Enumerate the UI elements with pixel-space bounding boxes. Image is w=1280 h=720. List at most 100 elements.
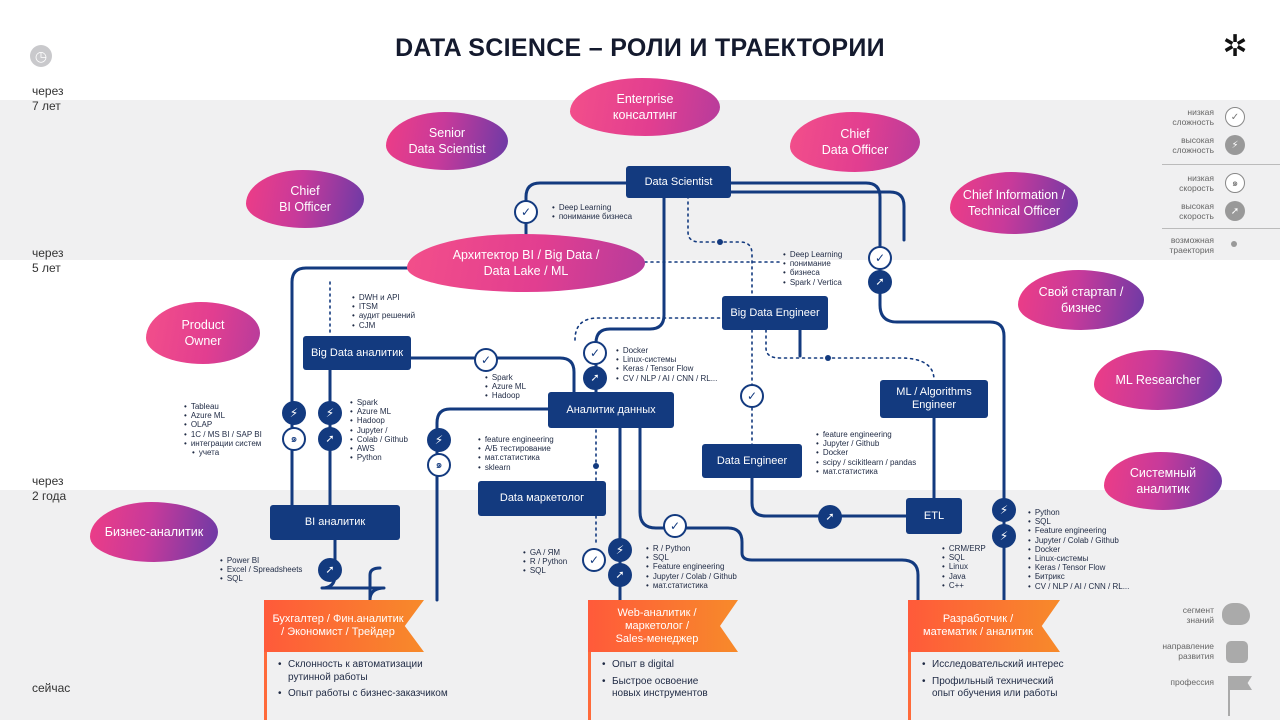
box-data-engineer: Data Engineer bbox=[702, 444, 802, 478]
flag-pole bbox=[588, 600, 591, 720]
skill-item: Tableau bbox=[184, 402, 262, 411]
skill-item: аудит решений bbox=[352, 311, 415, 320]
legend-profession: профессия bbox=[1170, 677, 1214, 687]
legend-low-complexity: низкая сложность bbox=[1172, 107, 1214, 127]
skill-item: Spark / Vertica bbox=[783, 278, 842, 287]
note-item: Исследовательский интерес bbox=[922, 659, 1064, 672]
direction-ml-researcher: ML Researcher bbox=[1094, 350, 1222, 410]
low-speed-icon: ๑ bbox=[282, 427, 306, 451]
skill-item: SQL bbox=[220, 574, 302, 583]
legend-square-icon bbox=[1226, 641, 1248, 663]
legend-flag-icon-cloth bbox=[1230, 676, 1252, 690]
high-complexity-icon: ⚡ bbox=[992, 524, 1016, 548]
skill-item: Hadoop bbox=[350, 416, 408, 425]
legend-possible-path: возможная траектория bbox=[1169, 235, 1215, 255]
skill-item: Hadoop bbox=[485, 391, 526, 400]
low-complexity-icon: ✓ bbox=[514, 200, 538, 224]
skill-item: SQL bbox=[942, 553, 986, 562]
legend-high-speed: высокая скорость bbox=[1179, 201, 1214, 221]
skill-item: Битрикс bbox=[1028, 572, 1129, 581]
box-big-data-engineer: Big Data Engineer bbox=[722, 296, 828, 330]
skill-item: Deep Learning bbox=[783, 250, 842, 259]
flag-pole bbox=[908, 600, 911, 720]
low-complexity-icon: ✓ bbox=[582, 548, 606, 572]
skill-item: Azure ML bbox=[184, 411, 262, 420]
clock-icon: ◷ bbox=[30, 45, 52, 67]
skill-item: мат.статистика bbox=[646, 581, 737, 590]
box-data-marketer: Data маркетолог bbox=[478, 481, 606, 516]
legend-cloud-icon bbox=[1222, 603, 1250, 625]
low-complexity-icon: ✓ bbox=[740, 384, 764, 408]
skills-bde-top: Deep Learning понимание бизнеса Spark / … bbox=[783, 250, 842, 287]
skill-item: Python bbox=[350, 453, 408, 462]
high-complexity-icon: ⚡ bbox=[318, 401, 342, 425]
low-complexity-icon: ✓ bbox=[663, 514, 687, 538]
high-speed-icon: ➚ bbox=[608, 563, 632, 587]
profession-notes-accountant: Склонность к автоматизации рутинной рабо… bbox=[278, 659, 448, 705]
skill-item: sklearn bbox=[478, 463, 554, 472]
skill-item: Jupyter / Github bbox=[816, 439, 916, 448]
note-item: Опыт в digital bbox=[602, 659, 708, 672]
skill-item: 1C / MS BI / SAP BI bbox=[184, 430, 262, 439]
skill-item: feature engineering bbox=[478, 435, 554, 444]
direction-architect: Архитектор BI / Big Data / Data Lake / M… bbox=[407, 234, 645, 292]
skill-item: Docker bbox=[616, 346, 717, 355]
skill-item: мат.статистика bbox=[478, 453, 554, 462]
box-data-analyst: Аналитик данных bbox=[548, 392, 674, 428]
box-data-scientist: Data Scientist bbox=[626, 166, 731, 198]
skills-bi-bottom: Power BI Excel / Spreadsheets SQL bbox=[220, 556, 303, 584]
direction-enterprise-consulting: Enterprise консалтинг bbox=[570, 78, 720, 136]
low-complexity-icon: ✓ bbox=[583, 341, 607, 365]
flag-pole bbox=[264, 600, 267, 720]
legend-snail-icon: ๑ bbox=[1225, 173, 1245, 193]
skill-item: учета bbox=[184, 448, 262, 457]
profession-notes-developer: Исследовательский интерес Профильный тех… bbox=[922, 659, 1064, 705]
skill-item: CJM bbox=[352, 321, 415, 330]
skills-bda-da: Spark Azure ML Hadoop bbox=[485, 373, 526, 401]
high-speed-icon: ➚ bbox=[583, 366, 607, 390]
legend-knowledge-segment: сегмент знаний bbox=[1182, 605, 1214, 625]
skill-item: Azure ML bbox=[350, 407, 408, 416]
skill-item: бизнеса bbox=[783, 268, 842, 277]
direction-product-owner: Product Owner bbox=[146, 302, 260, 364]
skill-item: Linux-системы bbox=[1028, 554, 1129, 563]
note-item: Быстрое освоение новых инструментов bbox=[602, 676, 708, 701]
high-complexity-icon: ⚡ bbox=[282, 401, 306, 425]
high-speed-icon: ➚ bbox=[868, 270, 892, 294]
skill-item: Colab / Github bbox=[350, 435, 408, 444]
box-ml-engineer: ML / Algorithms Engineer bbox=[880, 380, 988, 418]
profession-flag-web-analyst: Web-аналитик / маркетолог / Sales-менедж… bbox=[588, 600, 738, 652]
skill-item: AWS bbox=[350, 444, 408, 453]
box-etl: ETL bbox=[906, 498, 962, 534]
skill-item: CV / NLP / AI / CNN / RL... bbox=[616, 374, 718, 383]
legend-check-icon: ✓ bbox=[1225, 107, 1245, 127]
skill-item: Java bbox=[942, 572, 986, 581]
skill-item: feature engineering bbox=[816, 430, 916, 439]
skills-ds-top: Deep Learning понимание бизнеса bbox=[552, 203, 632, 221]
note-item: Опыт работы с бизнес-заказчиком bbox=[278, 688, 448, 701]
legend-divider bbox=[1162, 228, 1280, 229]
legend-direction: направление развития bbox=[1162, 641, 1214, 661]
skill-item: Docker bbox=[816, 448, 916, 457]
skill-item: CRM/ERP bbox=[942, 544, 986, 553]
skills-bi-right: Spark Azure ML Hadoop Jupyter / Colab / … bbox=[350, 398, 408, 462]
legend-bolt-icon: ⚡ bbox=[1225, 135, 1245, 155]
skills-dev-right: Python SQL Feature engineering Jupyter /… bbox=[1028, 508, 1130, 591]
note-item: Профильный технический опыт обучения или… bbox=[922, 676, 1064, 701]
low-complexity-icon: ✓ bbox=[474, 348, 498, 372]
skill-item: понимание bbox=[783, 259, 842, 268]
high-speed-icon: ➚ bbox=[818, 505, 842, 529]
skill-item: Feature engineering bbox=[1028, 526, 1129, 535]
skill-item: Azure ML bbox=[485, 382, 526, 391]
direction-system-analyst: Системный аналитик bbox=[1104, 452, 1222, 510]
high-speed-icon: ➚ bbox=[318, 427, 342, 451]
legend-low-speed: низкая скорость bbox=[1179, 173, 1214, 193]
skill-item: Keras / Tensor Flow bbox=[616, 364, 717, 373]
legend-dot-icon bbox=[1231, 241, 1237, 247]
direction-chief-bi-officer: Chief BI Officer bbox=[246, 170, 364, 228]
legend-divider bbox=[1162, 164, 1280, 165]
skill-item: понимание бизнеса bbox=[552, 212, 632, 221]
skill-item: SQL bbox=[646, 553, 737, 562]
direction-cio-cto: Chief Information / Technical Officer bbox=[950, 172, 1078, 234]
profession-notes-web-analyst: Опыт в digital Быстрое освоение новых ин… bbox=[602, 659, 708, 705]
